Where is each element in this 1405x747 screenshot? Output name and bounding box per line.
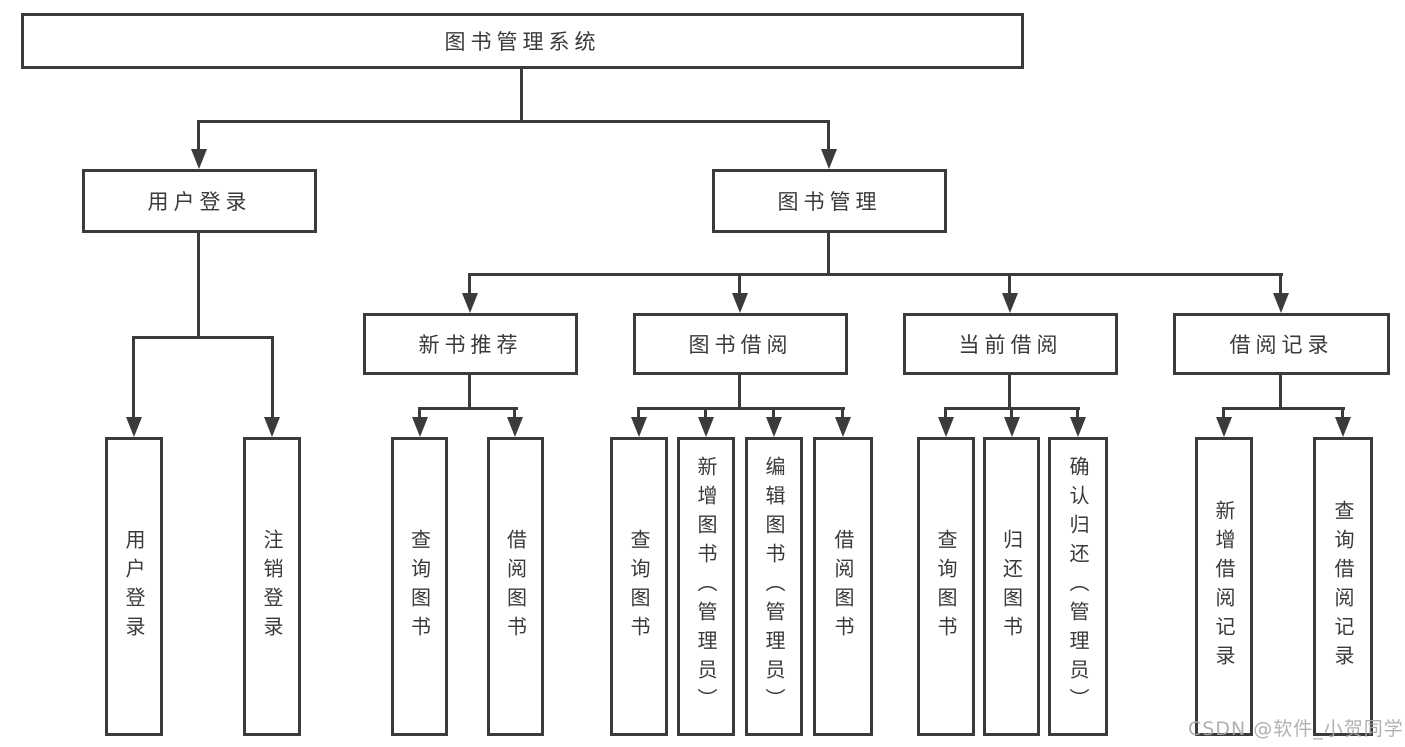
arrow-down-icon [938, 417, 954, 437]
connector-line [1222, 407, 1225, 419]
arrow-down-icon [766, 417, 782, 437]
arrow-down-icon [1004, 417, 1020, 437]
arrow-down-icon [1216, 417, 1232, 437]
connector-line [841, 407, 844, 419]
connector-line [418, 407, 421, 419]
arrow-down-icon [1335, 417, 1351, 437]
connector-line [520, 69, 523, 123]
arrow-down-icon [264, 417, 280, 437]
arrow-down-icon [191, 149, 207, 169]
connector-line [468, 273, 471, 295]
leaf-recommend-query-books: 查询图书 [391, 437, 448, 736]
arrow-down-icon [1070, 417, 1086, 437]
connector-line [132, 336, 274, 339]
connector-line [827, 233, 830, 275]
leaf-current-query-books: 查询图书 [917, 437, 975, 736]
arrow-down-icon [462, 293, 478, 313]
node-book-borrow: 图书借阅 [633, 313, 848, 375]
connector-line [418, 407, 518, 410]
connector-line [1008, 375, 1011, 409]
connector-line [1279, 273, 1282, 295]
connector-line [772, 407, 775, 419]
leaf-borrow-add-books-admin: 新增图书（管理员） [677, 437, 735, 736]
leaf-user-login: 用户登录 [105, 437, 163, 736]
connector-line [1076, 407, 1079, 419]
arrow-down-icon [126, 417, 142, 437]
node-new-book-recommend: 新书推荐 [363, 313, 578, 375]
node-current-borrow: 当前借阅 [903, 313, 1118, 375]
leaf-records-query-record: 查询借阅记录 [1313, 437, 1373, 736]
connector-line [1008, 273, 1011, 295]
connector-line [1010, 407, 1013, 419]
connector-line [1341, 407, 1344, 419]
arrow-down-icon [631, 417, 647, 437]
leaf-logout: 注销登录 [243, 437, 301, 736]
leaf-records-add-record: 新增借阅记录 [1195, 437, 1253, 736]
connector-line [468, 375, 471, 409]
node-borrow-records: 借阅记录 [1173, 313, 1390, 375]
leaf-borrow-edit-books-admin: 编辑图书（管理员） [745, 437, 803, 736]
node-book-management: 图书管理 [712, 169, 947, 233]
connector-line [197, 120, 830, 123]
arrow-down-icon [412, 417, 428, 437]
connector-line [197, 233, 200, 339]
node-root: 图书管理系统 [21, 13, 1024, 69]
leaf-current-return-books: 归还图书 [983, 437, 1040, 736]
connector-line [738, 273, 741, 295]
connector-line [132, 336, 135, 418]
connector-line [468, 273, 1283, 276]
connector-line [738, 375, 741, 409]
connector-line [1279, 375, 1282, 409]
arrow-down-icon [835, 417, 851, 437]
leaf-borrow-borrow-books: 借阅图书 [813, 437, 873, 736]
connector-line [513, 407, 516, 419]
leaf-current-confirm-return-admin: 确认归还（管理员） [1048, 437, 1108, 736]
connector-line [704, 407, 707, 419]
arrow-down-icon [821, 149, 837, 169]
node-user-login: 用户登录 [82, 169, 317, 233]
arrow-down-icon [732, 293, 748, 313]
leaf-recommend-borrow-books: 借阅图书 [487, 437, 544, 736]
connector-line [827, 120, 830, 152]
connector-line [637, 407, 640, 419]
connector-line [637, 407, 845, 410]
connector-line [1222, 407, 1345, 410]
arrow-down-icon [698, 417, 714, 437]
leaf-borrow-query-books: 查询图书 [610, 437, 668, 736]
arrow-down-icon [1002, 293, 1018, 313]
connector-line [197, 120, 200, 152]
arrow-down-icon [507, 417, 523, 437]
watermark: CSDN @软件_小贺同学 [1188, 718, 1404, 740]
connector-line [944, 407, 947, 419]
arrow-down-icon [1273, 293, 1289, 313]
connector-line [271, 336, 274, 418]
